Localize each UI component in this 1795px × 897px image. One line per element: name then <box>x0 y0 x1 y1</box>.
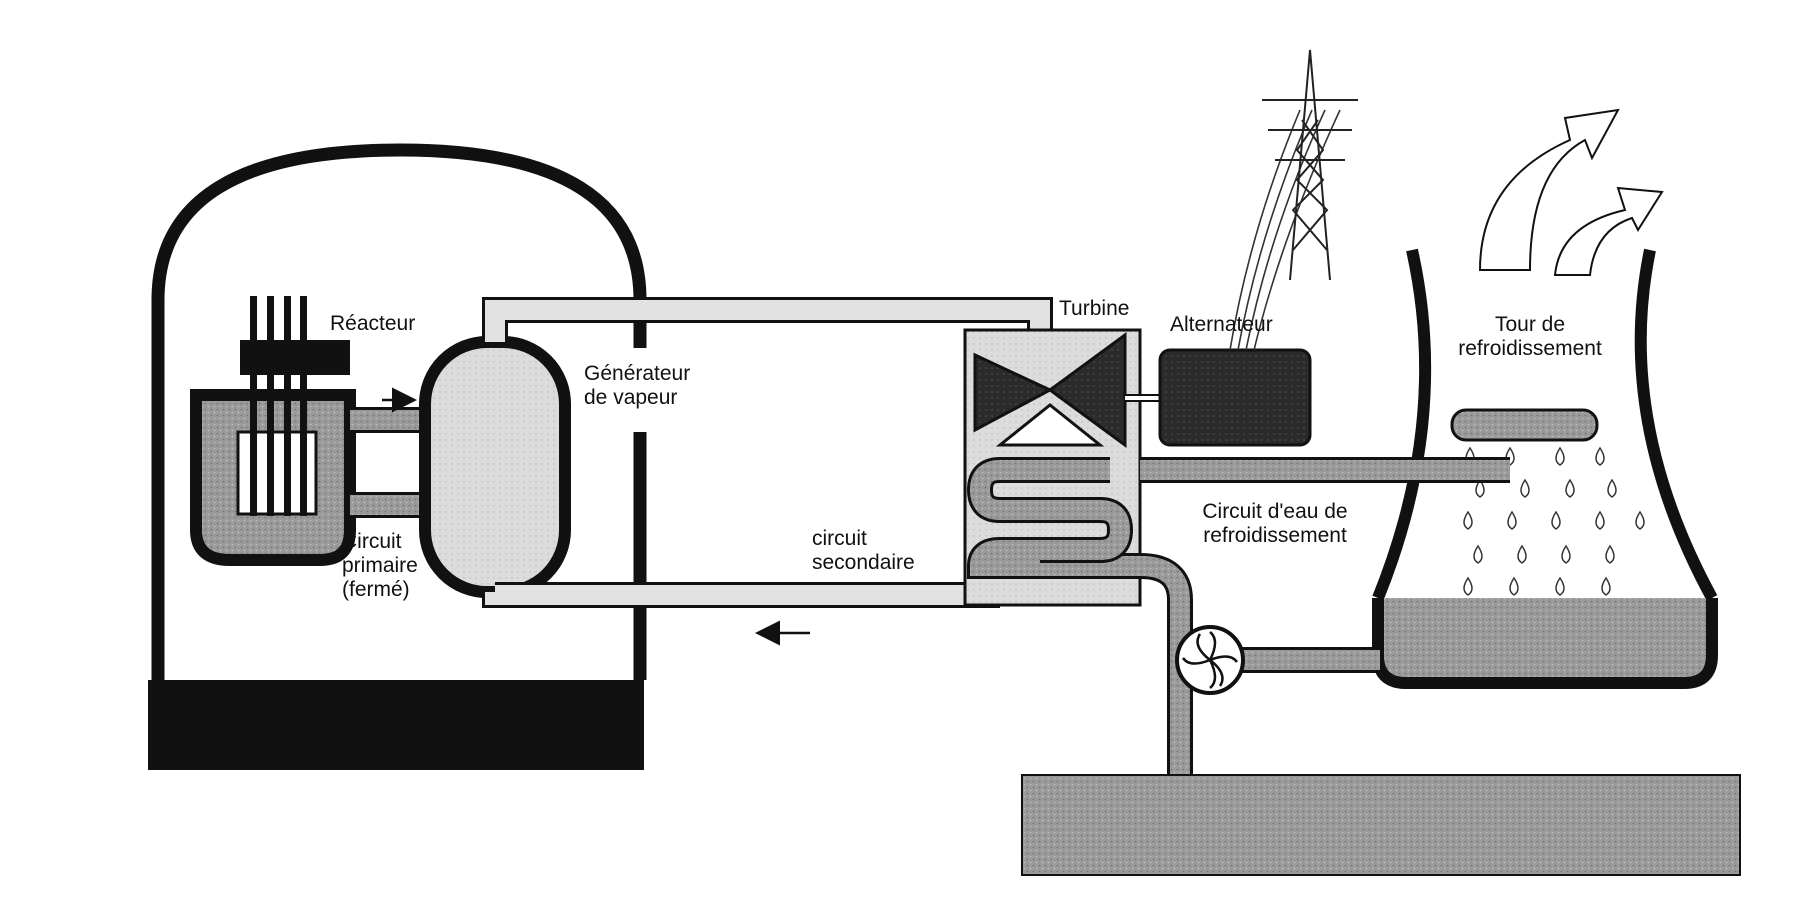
water-droplet <box>1555 446 1565 466</box>
water-droplet <box>1595 510 1605 530</box>
water-droplet <box>1463 576 1473 596</box>
label-cooling-water-circuit-line-2: refroidissement <box>1203 524 1347 547</box>
label-primary-circuit: Circuit primaire (fermé) <box>342 530 418 602</box>
water-droplets <box>1463 446 1645 596</box>
label-cooling-water-circuit: Circuit d'eau de refroidissement <box>1180 500 1370 548</box>
pump-icon <box>1175 625 1245 695</box>
water-droplet <box>1595 446 1605 466</box>
label-secondary-circuit: circuit secondaire <box>812 527 915 575</box>
label-steam-generator: Générateur de vapeur <box>584 362 690 410</box>
control-rods <box>250 296 307 516</box>
label-primary-circuit-line-2: primaire <box>342 554 418 577</box>
water-droplet <box>1551 510 1561 530</box>
label-cooling-tower-line-1: Tour de <box>1494 313 1566 336</box>
label-steam-generator-line-2: de vapeur <box>584 386 678 409</box>
containment-base <box>148 680 644 770</box>
water-droplet <box>1463 510 1473 530</box>
water-droplet <box>1561 544 1571 564</box>
reactor-head <box>240 340 350 375</box>
sprinkler-head <box>1450 408 1599 442</box>
steam-plumes <box>1478 108 1664 276</box>
power-lines <box>1229 109 1341 351</box>
label-primary-circuit-line-1: Circuit <box>342 530 402 553</box>
containment-building <box>148 143 647 770</box>
containment-dome <box>151 143 647 680</box>
water-droplet <box>1605 544 1615 564</box>
water-droplet <box>1473 544 1483 564</box>
steam-generator <box>419 336 571 598</box>
pylon <box>1262 49 1358 281</box>
water-droplet <box>1517 544 1527 564</box>
river <box>1021 774 1741 876</box>
water-droplet <box>1635 510 1645 530</box>
label-secondary-circuit-line-1: circuit <box>812 527 867 550</box>
reactor-vessel <box>190 296 356 566</box>
label-turbine: Turbine <box>1059 297 1130 320</box>
water-droplet <box>1507 510 1517 530</box>
alternator <box>1158 348 1312 447</box>
label-cooling-tower-line-2: refroidissement <box>1458 337 1602 360</box>
label-alternator: Alternateur <box>1170 313 1273 336</box>
turbine <box>973 332 1165 448</box>
label-reactor: Réacteur <box>330 312 416 335</box>
water-droplet <box>1565 478 1575 498</box>
label-secondary-circuit-line-2: secondaire <box>812 551 915 574</box>
secondary-circuit-loop <box>482 297 1053 646</box>
water-droplet <box>1555 576 1565 596</box>
water-droplet <box>1509 576 1519 596</box>
label-primary-circuit-line-3: (fermé) <box>342 578 410 601</box>
label-cooling-water-circuit-line-1: Circuit d'eau de <box>1202 500 1348 523</box>
water-droplet <box>1520 478 1530 498</box>
water-droplet <box>1475 478 1485 498</box>
label-cooling-tower: Tour de refroidissement <box>1440 313 1620 361</box>
water-droplet <box>1601 576 1611 596</box>
cooling-water-circuit <box>966 457 1741 876</box>
water-droplet <box>1607 478 1617 498</box>
cooling-tower <box>1372 248 1718 689</box>
label-steam-generator-line-1: Générateur <box>584 362 691 385</box>
